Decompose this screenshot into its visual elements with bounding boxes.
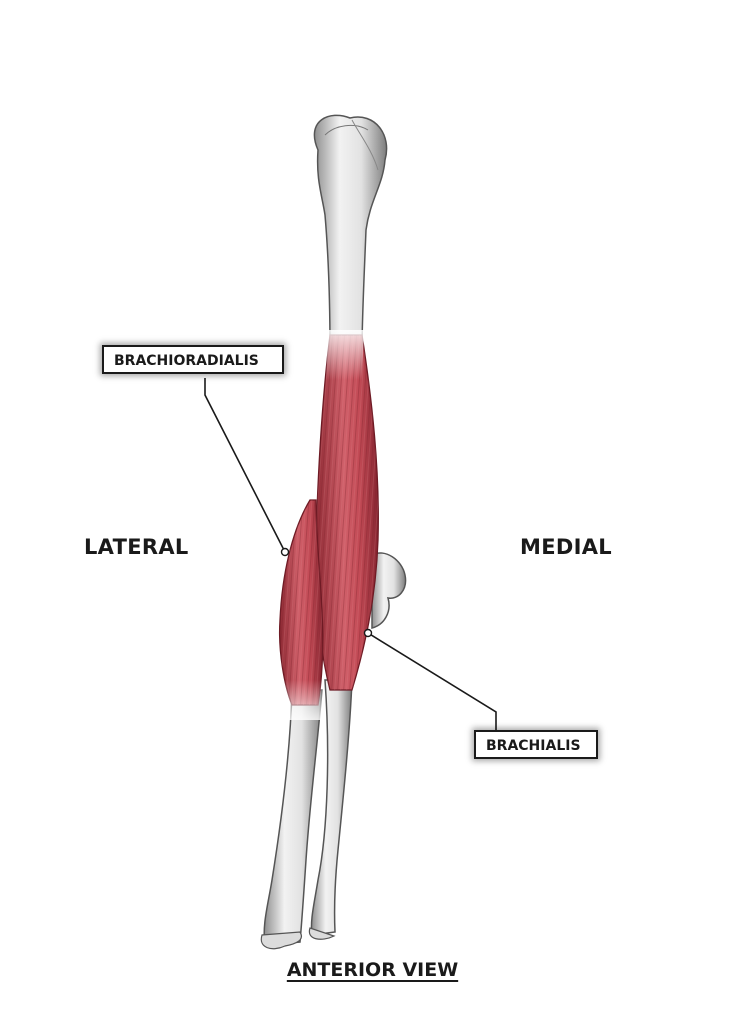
brachialis-muscle (314, 330, 379, 691)
brachioradialis-callout: BRACHIORADIALIS (102, 345, 284, 374)
view-title: ANTERIOR VIEW (0, 959, 745, 981)
forearm-bones (260, 679, 353, 950)
humerus-bone (313, 114, 388, 351)
medial-side-label: MEDIAL (520, 535, 612, 559)
view-title-text: ANTERIOR VIEW (286, 959, 459, 981)
lateral-side-label: LATERAL (84, 535, 189, 559)
brachioradialis-leader-line (204, 378, 290, 557)
brachialis-callout: BRACHIALIS (474, 730, 598, 759)
brachioradialis-muscle (278, 499, 324, 720)
medial-epicondyle (371, 552, 407, 629)
brachialis-leader-line (363, 628, 497, 730)
